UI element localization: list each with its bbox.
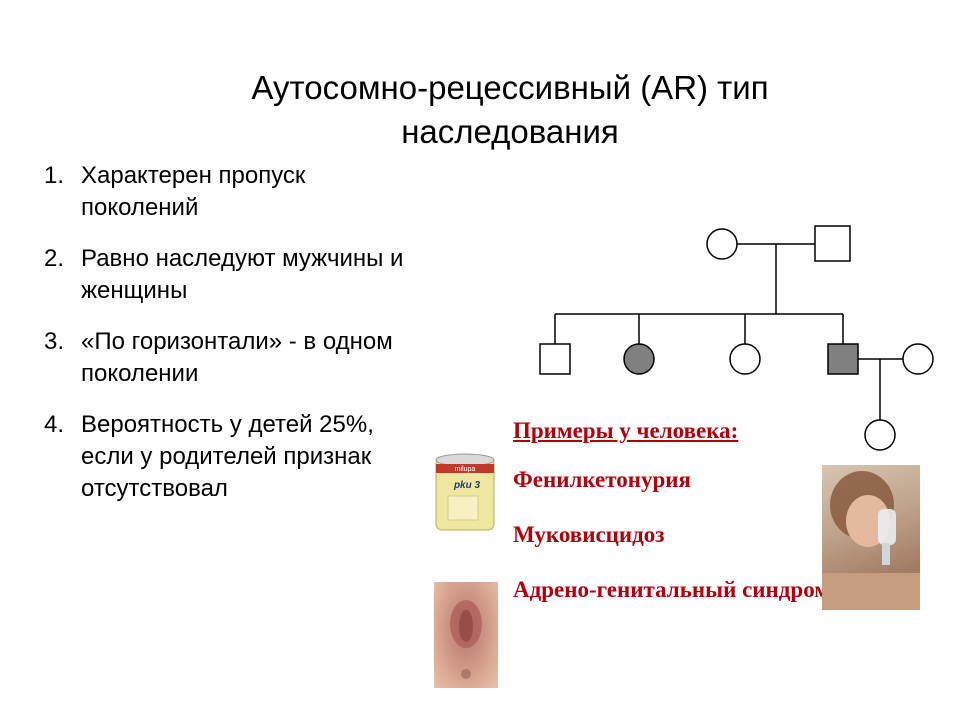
features-list: 1. Характерен пропуск поколений 2. Равно…	[44, 160, 404, 524]
pedigree-lines	[554, 243, 903, 420]
clinical-photo	[434, 582, 498, 688]
child-female-affected-symbol	[623, 343, 655, 375]
list-item: 3. «По горизонтали» - в одном поколении	[44, 326, 404, 390]
can-brand-text: milupa	[455, 466, 476, 473]
list-item-number: 3.	[44, 328, 65, 355]
list-item: 4. Вероятность у детей 25%, если у родит…	[44, 409, 404, 505]
list-item: 1. Характерен пропуск поколений	[44, 160, 404, 224]
spouse-female-symbol	[902, 343, 934, 375]
child-inhaler-photo	[822, 465, 920, 610]
list-item: 2. Равно наследуют мужчины и женщины	[44, 243, 404, 307]
example-item: Муковисцидоз	[513, 522, 665, 547]
child-female-symbol	[729, 343, 761, 375]
child-male-affected-symbol	[827, 343, 859, 375]
pku-formula-can-image: milupa pku 3	[434, 452, 496, 532]
list-item-text: Вероятность у детей 25%, если у родителе…	[81, 411, 374, 502]
examples-block: Примеры у человека: Фенилкетонурия Муков…	[513, 416, 833, 604]
slide-title: Аутосомно-рецессивный (AR) тип наследова…	[251, 69, 769, 150]
list-item-number: 2.	[44, 245, 65, 272]
list-item-text: Равно наследуют мужчины и женщины	[81, 245, 404, 304]
mother-symbol	[706, 228, 738, 260]
list-item-number: 1.	[44, 162, 65, 189]
list-item-text: Характерен пропуск поколений	[81, 162, 306, 221]
grandchild-female-symbol	[864, 419, 896, 451]
list-item-number: 4.	[44, 411, 65, 438]
examples-heading: Примеры у человека:	[513, 418, 739, 443]
example-item: Адрено-генитальный синдром	[513, 577, 830, 602]
list-item-text: «По горизонтали» - в одном поколении	[81, 328, 393, 387]
can-label-text: pku 3	[453, 480, 481, 491]
example-item: Фенилкетонурия	[513, 467, 691, 492]
child-male-symbol	[539, 343, 571, 375]
father-symbol	[814, 225, 851, 262]
